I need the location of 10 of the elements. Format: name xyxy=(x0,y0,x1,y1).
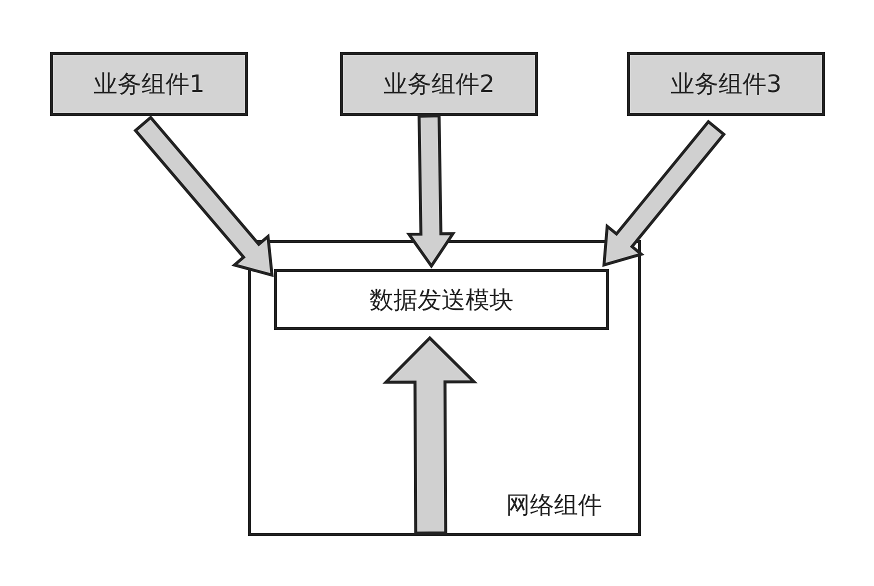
block-arrow xyxy=(602,120,726,268)
container-label: 网络组件 xyxy=(506,490,602,521)
module-box: 数据发送模块 xyxy=(274,269,609,330)
block-arrow xyxy=(406,114,456,269)
component-box: 业务组件1 xyxy=(50,52,248,116)
component-box: 业务组件2 xyxy=(340,52,538,116)
container-box xyxy=(248,240,641,536)
component-box: 业务组件3 xyxy=(627,52,825,116)
block-arrow xyxy=(382,336,478,535)
block-arrow xyxy=(133,115,274,278)
